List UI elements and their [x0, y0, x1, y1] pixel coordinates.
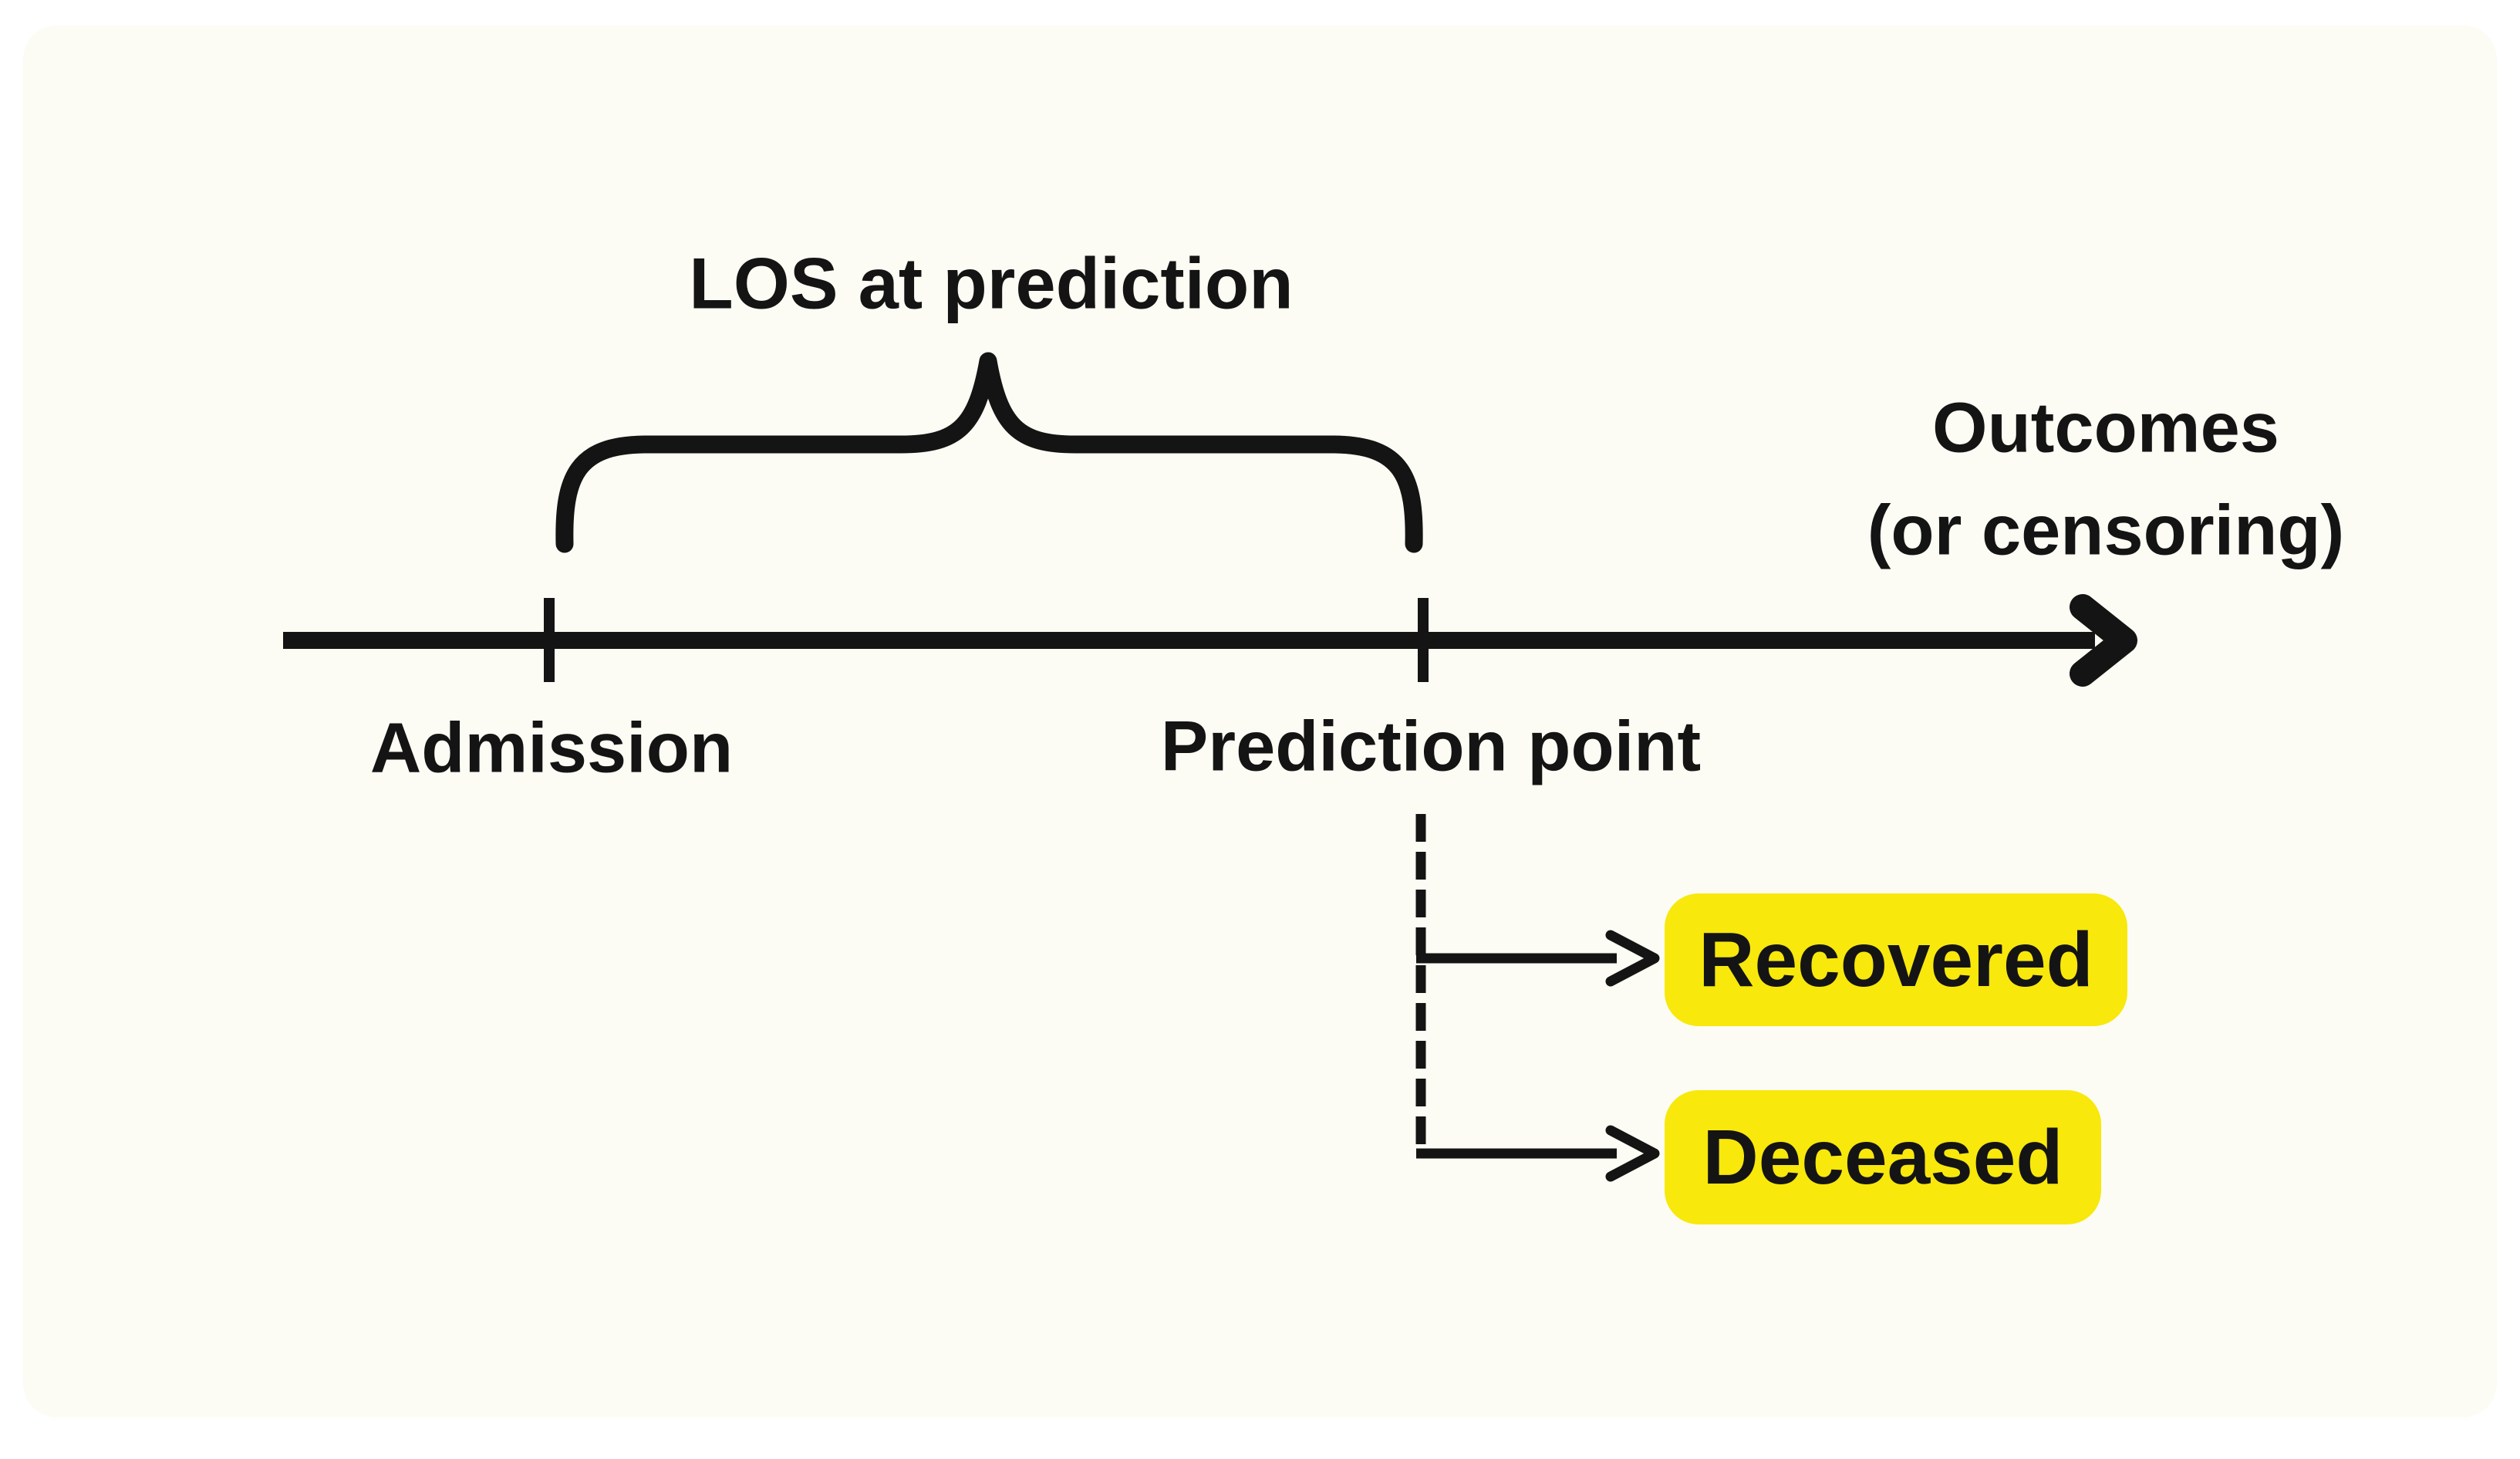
deceased-branch-arrowhead-icon	[1605, 1125, 1660, 1182]
outcome-chip-deceased: Deceased	[1665, 1090, 2101, 1224]
los-brace-label: LOS at prediction	[689, 242, 1294, 324]
outcomes-heading-line1: Outcomes	[1932, 388, 2279, 468]
outcomes-heading: Outcomes (or censoring)	[1867, 377, 2344, 583]
timeline-arrowhead-icon	[2070, 594, 2137, 687]
outcome-chip-recovered: Recovered	[1665, 893, 2127, 1026]
los-brace	[555, 352, 1423, 553]
outcomes-heading-line2: (or censoring)	[1867, 491, 2345, 570]
outcome-chip-recovered-label: Recovered	[1699, 916, 2093, 1003]
prediction-point-label: Prediction point	[1160, 707, 1702, 786]
admission-label: Admission	[369, 708, 734, 788]
outcome-chip-deceased-label: Deceased	[1702, 1113, 2063, 1201]
recovered-branch-arrowhead-icon	[1605, 930, 1660, 987]
